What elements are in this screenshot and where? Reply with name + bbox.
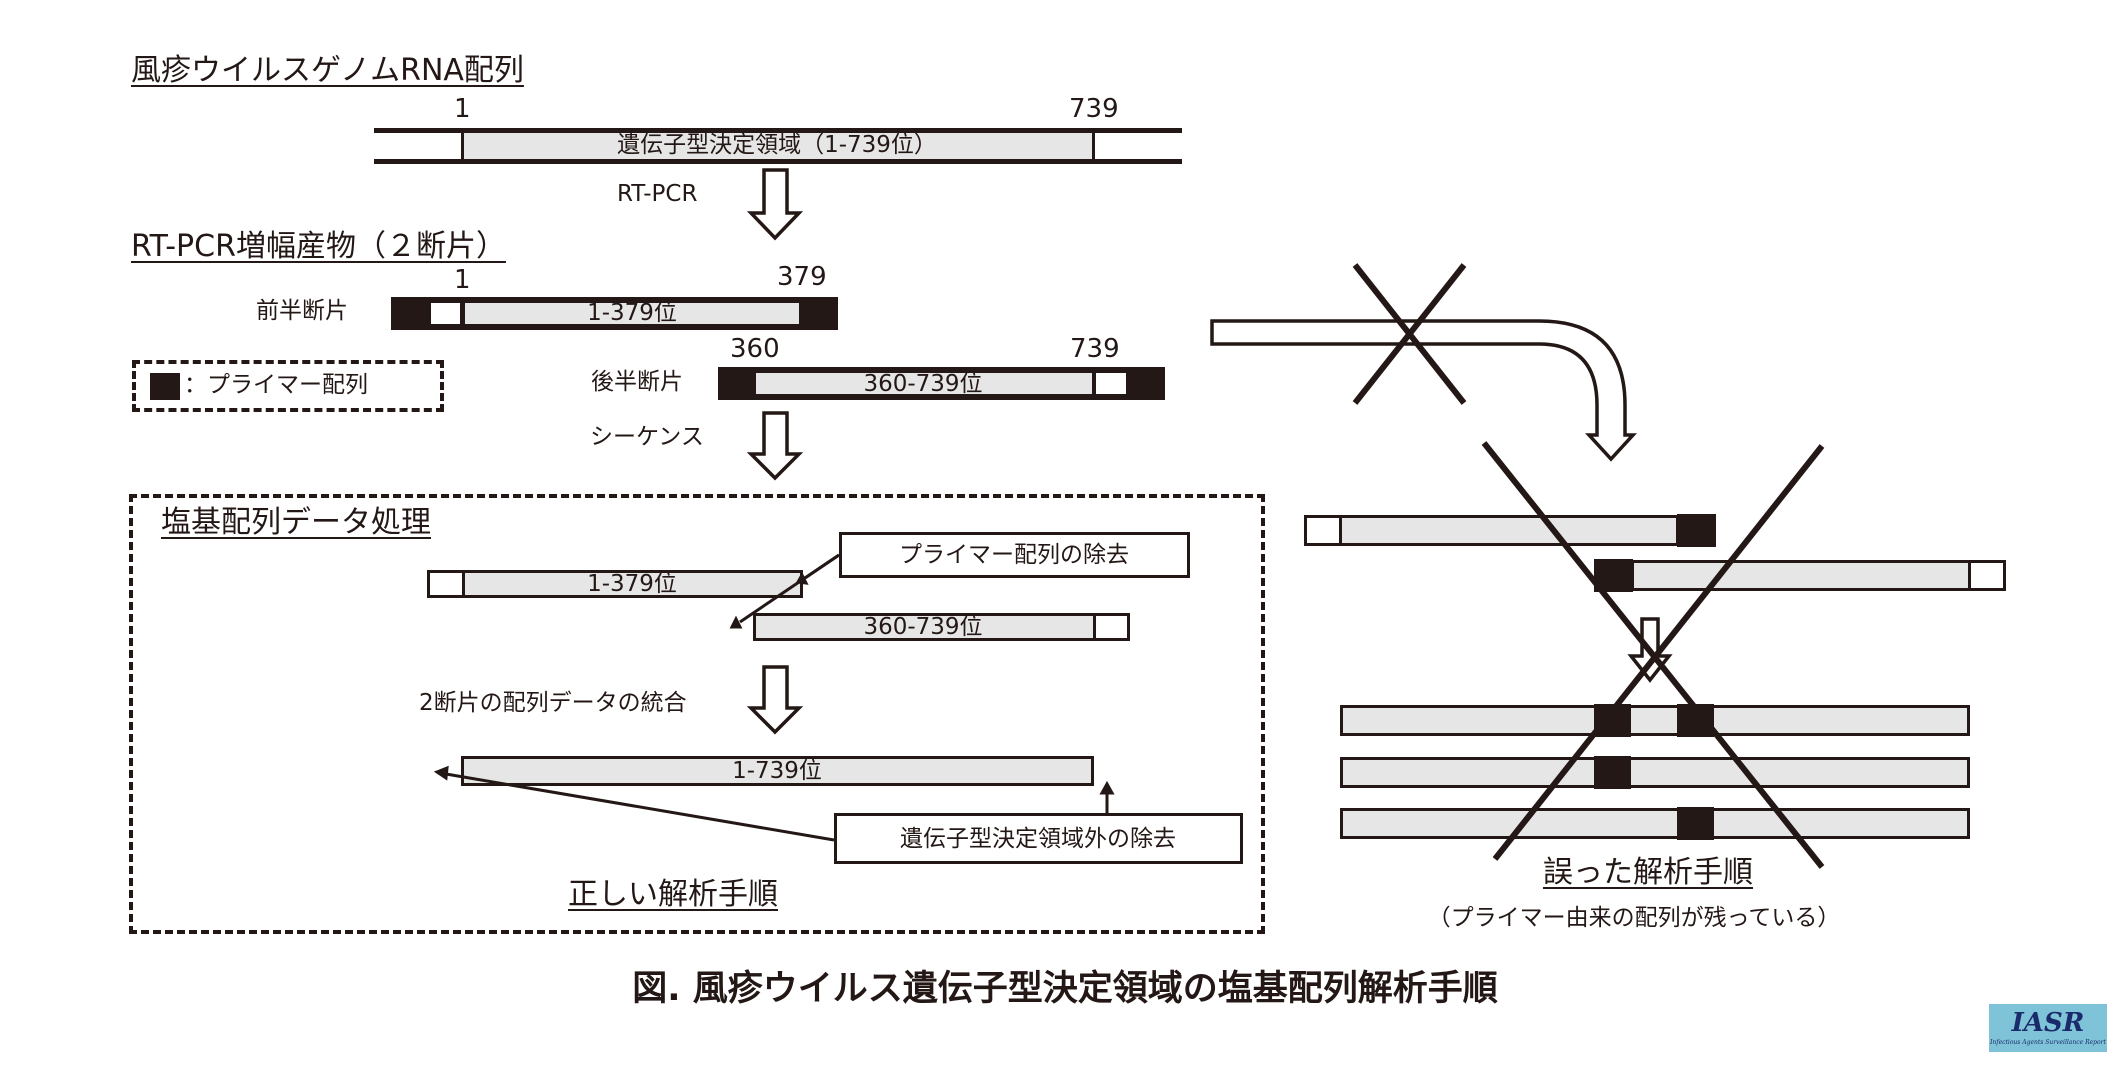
genome-line-top (374, 128, 1182, 133)
legend-box (132, 360, 444, 412)
down-arrow-icon (746, 168, 804, 241)
iasr-logo: IASR Infectious Agents Surveillance Repo… (1989, 1004, 2107, 1052)
products-title: RT-PCR増幅産物（２断片） (131, 229, 506, 264)
region-end-tick (1092, 130, 1095, 162)
front-fragment-name: 前半断片 (256, 298, 348, 324)
wrong-procedure-note: （プライマー由来の配列が残っている） (1427, 905, 1841, 931)
wrong-back-fragment (1594, 559, 2006, 592)
back-pos-start: 360 (730, 334, 780, 364)
back-fragment (718, 367, 1165, 400)
genome-pos-end: 739 (1069, 94, 1119, 124)
wrong-result-bar-2 (1340, 756, 1970, 789)
cross-mark-icon (1481, 441, 1825, 869)
genome-title: 風疹ウイルスゲノムRNA配列 (131, 53, 524, 88)
cross-mark-icon (1492, 444, 1825, 861)
legend-text: ：プライマー配列 (184, 372, 368, 398)
down-arrow-icon (1627, 617, 1673, 683)
rtpcr-label: RT-PCR (617, 181, 698, 207)
figure-caption: 図. 風疹ウイルス遺伝子型決定領域の塩基配列解析手順 (632, 969, 1498, 1009)
front-pos-end: 379 (777, 262, 827, 292)
back-fragment-name: 後半断片 (591, 369, 683, 395)
callout-primer-removal (839, 532, 1190, 578)
sequence-label: シーケンス (590, 424, 704, 450)
bent-arrow-icon (1210, 319, 1637, 462)
cross-mark-icon (1352, 263, 1467, 405)
front-fragment (391, 297, 838, 330)
front-fragment-label: 1-379位 (587, 300, 677, 326)
cross-mark-icon (1352, 263, 1467, 405)
wrong-result-bar-1 (1340, 704, 1970, 737)
down-arrow-icon (746, 411, 804, 481)
correct-procedure-label: 正しい解析手順 (568, 877, 778, 912)
genotyping-region-label: 遺伝子型決定領域（1-739位） (617, 132, 937, 158)
primer-legend-swatch (150, 373, 180, 400)
region-start-tick (461, 130, 464, 162)
callout-primer-text: プライマー配列の除去 (899, 542, 1129, 568)
callout-outside-removal (834, 813, 1243, 864)
wrong-procedure-label: 誤った解析手順 (1543, 855, 1753, 890)
merged-sequence-label: 1-739位 (732, 758, 822, 784)
merge-step-label: 2断片の配列データの統合 (419, 690, 687, 716)
genome-line-bottom (374, 159, 1182, 164)
wrong-front-fragment (1304, 514, 1716, 547)
processing-box (129, 494, 1265, 934)
genome-pos-start: 1 (454, 94, 471, 124)
back-pos-end: 739 (1070, 334, 1120, 364)
callout-outside-text: 遺伝子型決定領域外の除去 (900, 826, 1176, 852)
logo-title: IASR (2011, 1008, 2085, 1038)
processed-back-label: 360-739位 (863, 614, 983, 640)
front-pos-start: 1 (454, 265, 471, 295)
processed-front-label: 1-379位 (587, 571, 677, 597)
wrong-result-bar-3 (1340, 807, 1970, 840)
logo-subtitle: Infectious Agents Surveillance Report (1990, 1039, 2106, 1046)
back-fragment-label: 360-739位 (863, 371, 983, 397)
genotyping-region (462, 131, 1094, 161)
processing-title: 塩基配列データ処理 (161, 505, 431, 540)
